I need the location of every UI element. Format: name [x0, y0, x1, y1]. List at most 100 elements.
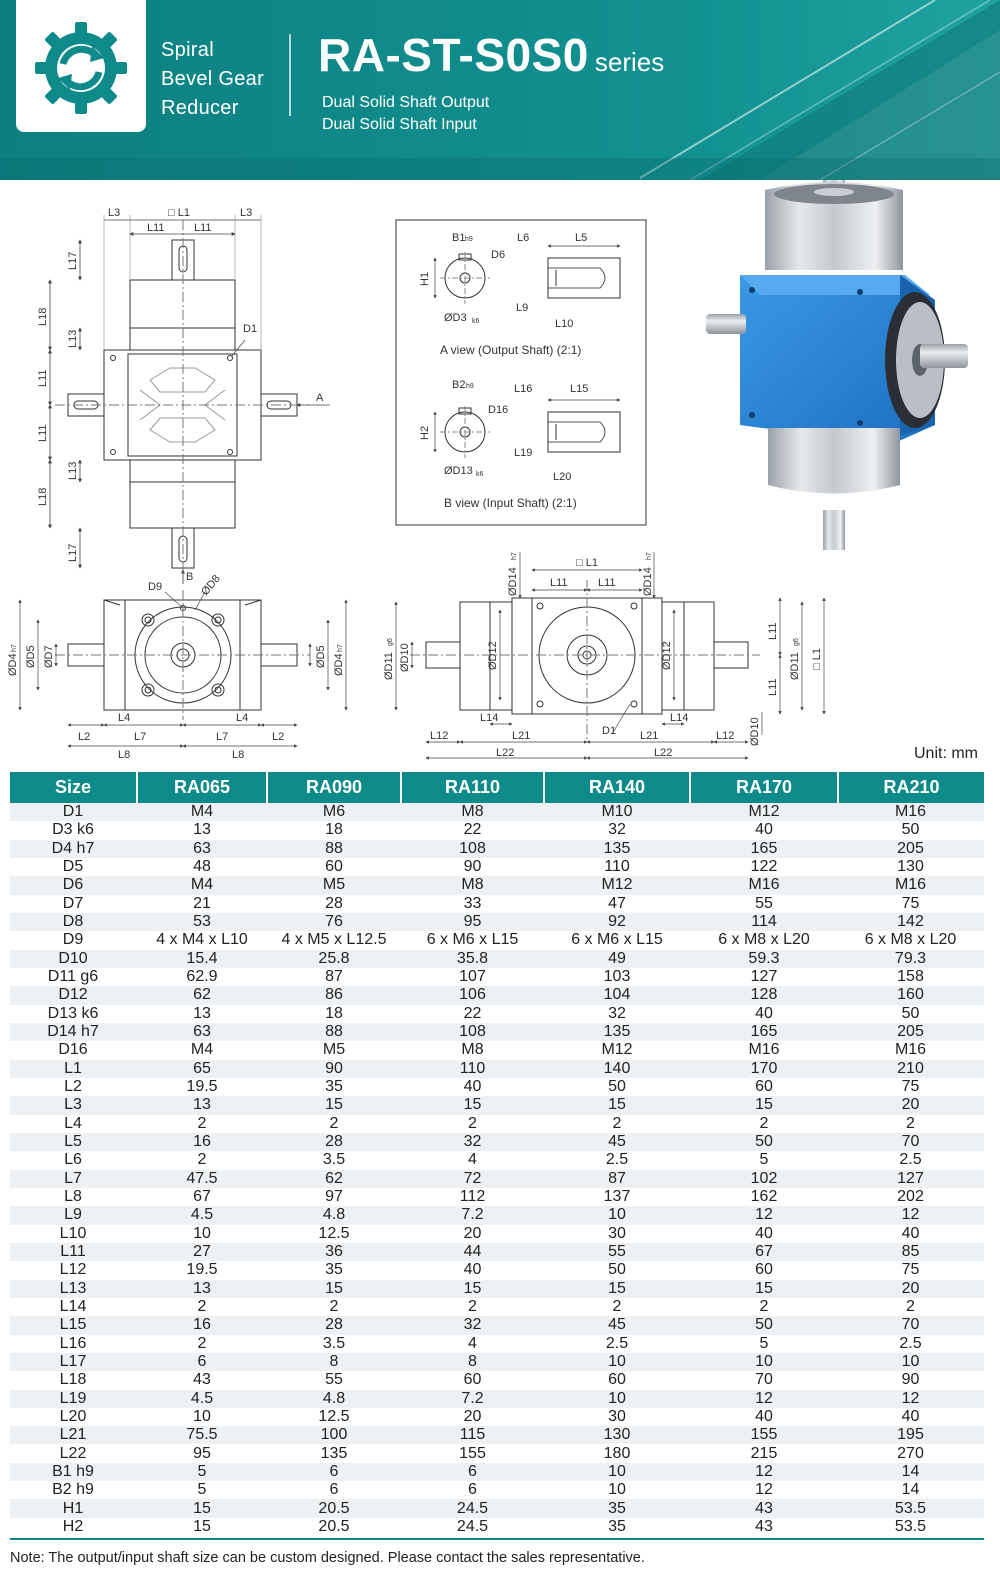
dim-label: L4: [118, 712, 130, 724]
footnote: Note: The output/input shaft size can be…: [10, 1550, 645, 1566]
table-cell: 6: [402, 1481, 545, 1500]
b-view-drawing: [433, 398, 621, 458]
table-cell: 2: [138, 1334, 268, 1353]
table-cell: 137: [545, 1187, 691, 1207]
row-parameter: L17: [10, 1352, 138, 1372]
header-decoration: [0, 0, 1000, 180]
table-cell: 4 x M5 x L12.5: [268, 931, 402, 950]
table-cell: 2.5: [545, 1334, 691, 1353]
dim-label: L12: [716, 730, 734, 742]
table-cell: 45: [545, 1132, 691, 1152]
dim-label: L9: [516, 302, 528, 314]
table-cell: 5: [691, 1334, 839, 1353]
table-cell: 2: [268, 1297, 402, 1317]
table-cell: 35: [545, 1499, 691, 1518]
title-suffix: series: [594, 47, 665, 77]
table-cell: 142: [839, 912, 984, 932]
header-divider: [289, 34, 291, 116]
table-cell: 5: [138, 1462, 268, 1482]
table-cell: 67: [138, 1187, 268, 1207]
dim-label: k6: [476, 471, 484, 478]
dim-label: L2: [78, 731, 90, 743]
table-cell: 19.5: [138, 1077, 268, 1097]
dim-label: L6: [517, 232, 529, 244]
dim-label: L13: [67, 330, 79, 348]
table-cell: M16: [691, 1041, 839, 1060]
table-cell: 12: [691, 1389, 839, 1408]
table-cell: 2: [402, 1114, 545, 1133]
dim-label: L12: [430, 730, 448, 742]
table-cell: 36: [268, 1242, 402, 1262]
table-cell: 135: [545, 1022, 691, 1042]
dim-label: L3: [240, 207, 252, 219]
dim-label: L18: [37, 488, 49, 506]
row-parameter: D16: [10, 1041, 138, 1060]
table-cell: 45: [545, 1316, 691, 1335]
dim-label: h7: [11, 644, 18, 652]
table-cell: 107: [402, 967, 545, 987]
table-cell: 15: [138, 1499, 268, 1518]
table-cell: 3.5: [268, 1151, 402, 1170]
table-cell: 270: [839, 1444, 984, 1463]
table-cell: 79.3: [839, 949, 984, 968]
dim-label: L22: [496, 747, 514, 759]
table-cell: M16: [839, 803, 984, 822]
dim-label: H1: [419, 272, 431, 286]
table-cell: 32: [545, 1004, 691, 1023]
table-cell: 53.5: [839, 1517, 984, 1537]
column-header-model: RA210: [839, 772, 984, 803]
table-cell: 88: [268, 1022, 402, 1042]
table-cell: 40: [839, 1407, 984, 1427]
table-cell: 49: [545, 949, 691, 968]
dim-label: B1: [452, 232, 465, 244]
table-cell: 20.5: [268, 1517, 402, 1537]
subtitle-block: Dual Solid Shaft Output Dual Solid Shaft…: [322, 92, 489, 136]
table-cell: 40: [402, 1077, 545, 1097]
table-cell: 155: [691, 1426, 839, 1445]
table-cell: 72: [402, 1169, 545, 1188]
dim-label: ØD5: [315, 645, 327, 668]
table-cell: 127: [839, 1169, 984, 1188]
table-cell: 12.5: [268, 1407, 402, 1427]
row-parameter: L1: [10, 1059, 138, 1078]
dim-label: h7: [511, 552, 518, 560]
table-cell: 6: [402, 1462, 545, 1482]
table-cell: 35.8: [402, 949, 545, 968]
dim-label: h7: [646, 552, 653, 560]
table-cell: 104: [545, 986, 691, 1005]
table-cell: 47.5: [138, 1169, 268, 1188]
dim-label: ØD4: [333, 653, 345, 676]
top-view-drawing: [48, 215, 330, 584]
table-cell: 110: [545, 857, 691, 877]
table-cell: 170: [691, 1059, 839, 1078]
dim-label: h9: [466, 383, 474, 390]
table-cell: 10: [545, 1389, 691, 1408]
table-cell: 160: [839, 986, 984, 1005]
table-cell: 75.5: [138, 1426, 268, 1445]
table-cell: 2: [545, 1297, 691, 1317]
table-cell: 12: [691, 1481, 839, 1500]
dim-label: L2: [272, 731, 284, 743]
dim-label: D1: [243, 323, 257, 335]
table-cell: 10: [839, 1352, 984, 1372]
table-cell: 40: [691, 1407, 839, 1427]
table-cell: 55: [691, 894, 839, 913]
table-cell: 10: [545, 1206, 691, 1225]
logo: [16, 0, 146, 132]
table-cell: 202: [839, 1187, 984, 1207]
table-cell: 205: [839, 839, 984, 858]
table-cell: 15: [691, 1096, 839, 1115]
a-view-labels: B1 h9 L6 L5 D6 H1 ØD3 k6 L9 L10 A view (…: [419, 232, 587, 357]
brand-line-2: Bevel Gear: [161, 68, 265, 90]
